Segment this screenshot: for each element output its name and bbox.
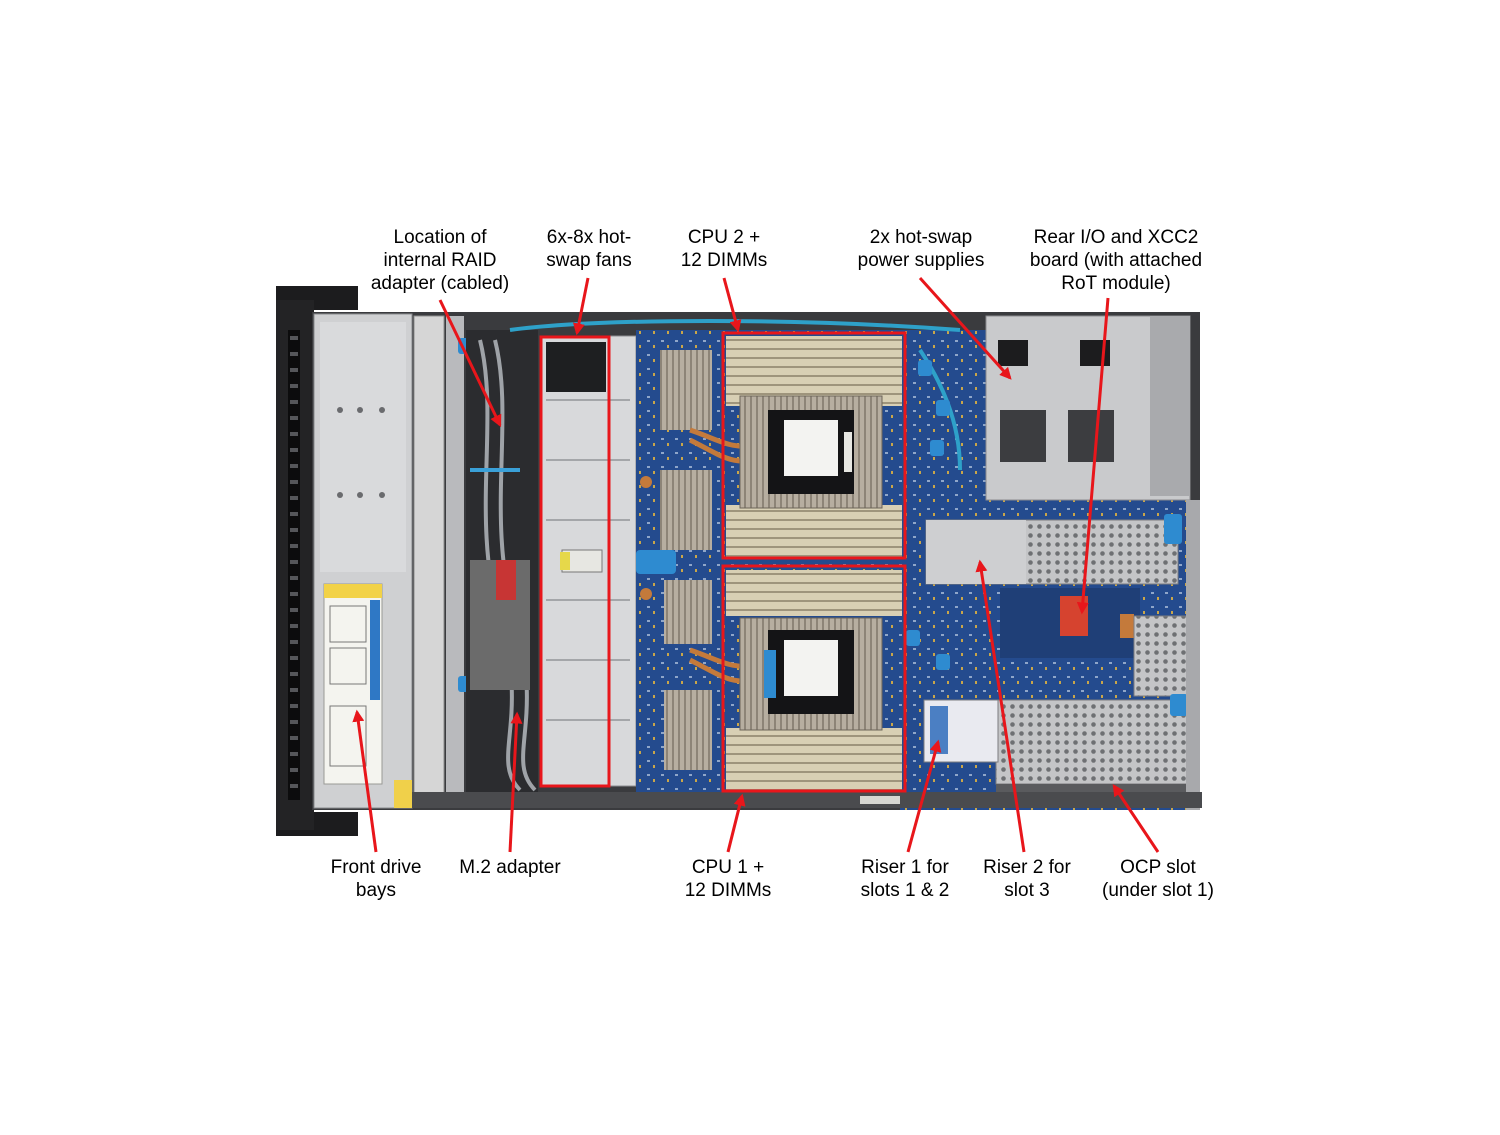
cpu1-arrow (726, 793, 746, 853)
cpu1-label-line2: 12 DIMMs (684, 880, 772, 901)
server-chassis (276, 286, 1202, 836)
riser1-label-line1: Riser 1 for (861, 857, 949, 878)
cpu1-heatsink (739, 617, 883, 731)
dimm-bank-cpu1-bottom (726, 728, 902, 790)
riser1-label-line2: slots 1 & 2 (860, 880, 950, 901)
rear-label-line1: Rear I/O and XCC2 (1033, 227, 1199, 248)
callout-boxes (539, 331, 907, 793)
fans-label-line1: 6x-8x hot- (546, 227, 632, 248)
ocp-slot-label: OCP slot (under slot 1) (1088, 856, 1228, 902)
cpu2-arrow (722, 277, 742, 333)
cpu2-label: CPU 2 + 12 DIMMs (664, 226, 784, 272)
rear-label-line3: RoT module) (1061, 273, 1171, 294)
dimm-bank-cpu1-top (726, 570, 902, 616)
front-bays-arrow (352, 709, 378, 853)
front-label-line2: bays (355, 880, 397, 901)
cpu2-highlight-box (721, 331, 907, 560)
cpu2-heatsink (739, 395, 883, 509)
m2-adapter-label: M.2 adapter (446, 856, 574, 879)
front-label-line1: Front drive (330, 857, 422, 878)
dimm-bank-cpu2-top (726, 336, 902, 406)
rear-io-label: Rear I/O and XCC2 board (with attached R… (1010, 226, 1222, 295)
raid-arrow (438, 299, 502, 428)
callout-arrows (352, 276, 1160, 853)
m2-arrow (508, 711, 523, 853)
power-supplies-label: 2x hot-swap power supplies (840, 226, 1002, 272)
ocp-label-line2: (under slot 1) (1102, 880, 1214, 901)
cpu1-label-line1: CPU 1 + (691, 857, 765, 878)
riser2-label-line2: slot 3 (1004, 880, 1050, 901)
fans-arrow (572, 277, 590, 336)
riser2-arrow (975, 559, 1026, 853)
dimm-bank-cpu2-bottom (726, 505, 902, 557)
raid-label-line2: internal RAID (383, 250, 497, 271)
psu-arrow (918, 276, 1012, 380)
riser-2-bracket (925, 514, 1182, 585)
m2-label-line1: M.2 adapter (459, 857, 561, 878)
ocp-arrow (1112, 784, 1160, 853)
rear-io-arrow (1076, 297, 1110, 615)
drive-backplane (413, 315, 445, 807)
psu-label-line2: power supplies (857, 250, 985, 271)
raid-adapter-label: Location of internal RAID adapter (cable… (355, 226, 525, 295)
chassis-rear-edge (1186, 500, 1200, 810)
psu-label-line1: 2x hot-swap (869, 227, 973, 248)
raid-label-line3: adapter (cabled) (370, 273, 510, 294)
ocp-label-line1: OCP slot (1120, 857, 1196, 878)
raid-label-line1: Location of (393, 227, 487, 248)
fans-highlight-box (539, 335, 611, 788)
riser1-label: Riser 1 for slots 1 & 2 (845, 856, 965, 902)
cpu2-label-line2: 12 DIMMs (680, 250, 768, 271)
cpu1-label: CPU 1 + 12 DIMMs (668, 856, 788, 902)
riser2-label-line1: Riser 2 for (983, 857, 1071, 878)
fans-label: 6x-8x hot- swap fans (524, 226, 654, 272)
rear-label-line2: board (with attached (1029, 250, 1203, 271)
front-drive-bays-label: Front drive bays (316, 856, 436, 902)
riser1-arrow (906, 739, 942, 853)
cpu1-highlight-box (721, 564, 907, 793)
riser2-label: Riser 2 for slot 3 (970, 856, 1084, 902)
fans-label-line2: swap fans (546, 250, 632, 271)
cpu2-label-line1: CPU 2 + (687, 227, 761, 248)
